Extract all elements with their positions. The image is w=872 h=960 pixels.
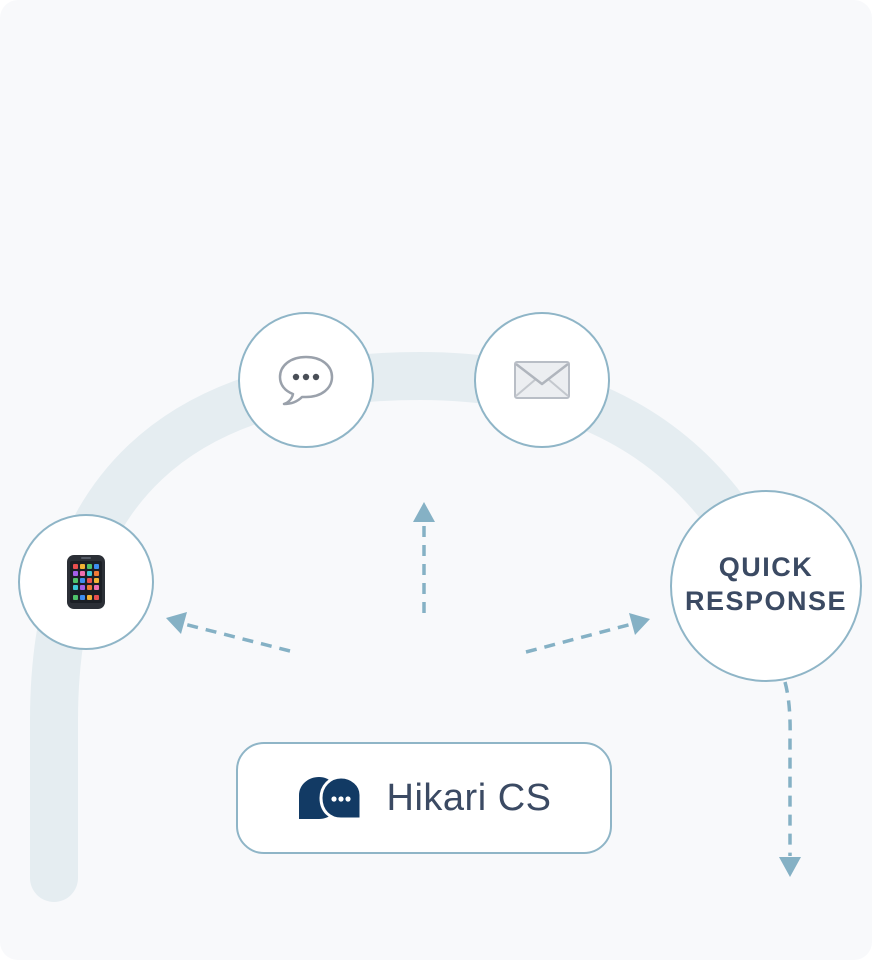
quick-response-node: QUICK RESPONSE [670, 490, 862, 682]
quick-response-label: QUICK RESPONSE [684, 552, 848, 616]
chat-bubbles-logo-icon [298, 775, 363, 821]
envelope-icon [514, 361, 570, 399]
arrow-to-quick-response-head [629, 613, 650, 635]
brand-name: Hikari CS [386, 776, 552, 819]
arrow-to-phone-line [183, 622, 291, 653]
arrow-down-head [779, 857, 801, 877]
channel-node-email [474, 312, 610, 448]
channel-node-chat [238, 312, 374, 448]
arrow-to-phone-head [166, 612, 187, 634]
brand-card: Hikari CS [236, 742, 612, 854]
channel-node-phone [18, 514, 154, 650]
speech-bubble-icon [278, 355, 334, 406]
arrow-up-head [413, 502, 435, 522]
mobile-phone-icon [67, 555, 105, 609]
arrow-to-quick-response-line [525, 622, 633, 654]
arrow-down-line [783, 681, 792, 856]
